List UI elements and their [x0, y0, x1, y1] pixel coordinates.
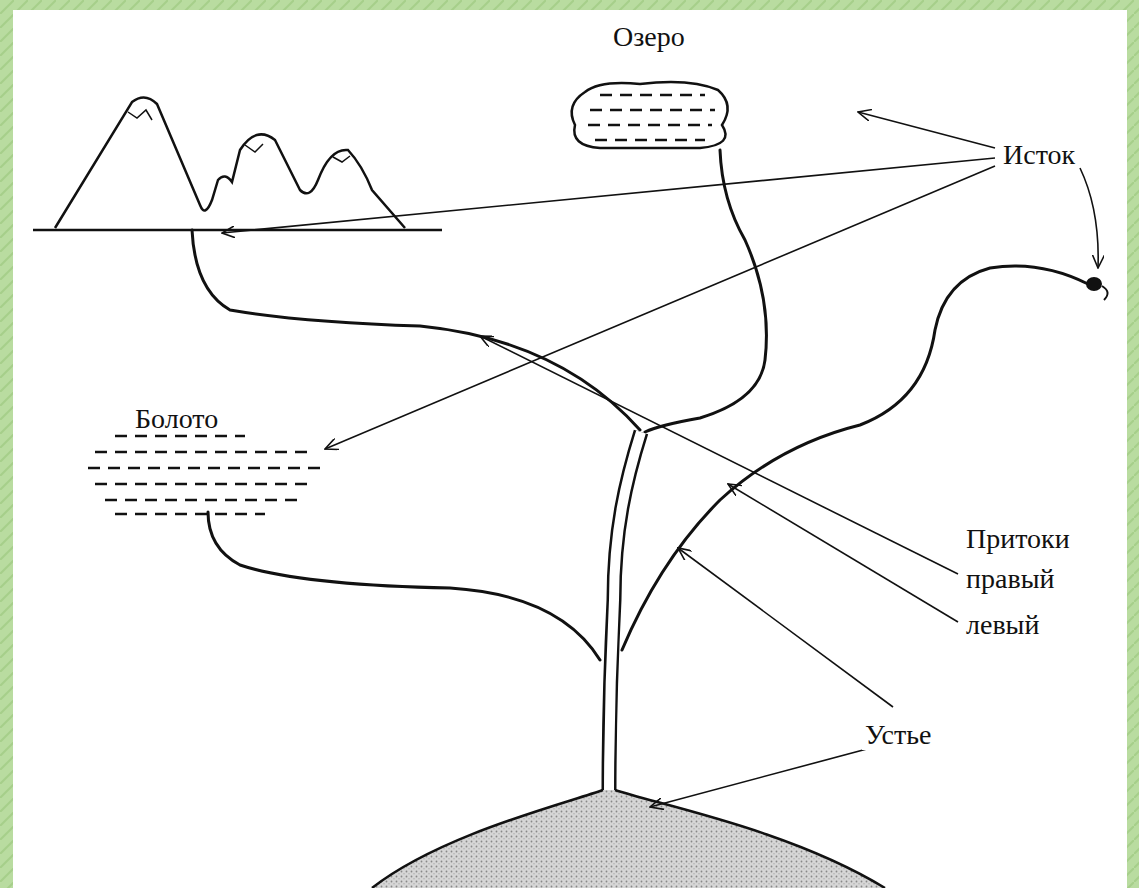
swamp-label: Болото — [132, 404, 221, 434]
main-channel-water — [609, 432, 641, 800]
river-mouth — [372, 790, 885, 888]
spring — [1086, 277, 1108, 300]
tributaries — [192, 150, 1088, 660]
mouth-label: Устье — [862, 720, 934, 750]
lake — [572, 82, 728, 148]
source-label: Исток — [1000, 140, 1078, 170]
mountains — [33, 97, 442, 230]
lake-label: Озеро — [610, 22, 688, 52]
left-tributary-label: левый — [963, 610, 1042, 640]
swamp — [88, 436, 320, 514]
leader-arrows — [222, 112, 1098, 807]
white-panel — [13, 10, 1127, 888]
right-tributary-label: правый — [963, 564, 1057, 594]
tributaries-label: Притоки — [963, 524, 1073, 554]
